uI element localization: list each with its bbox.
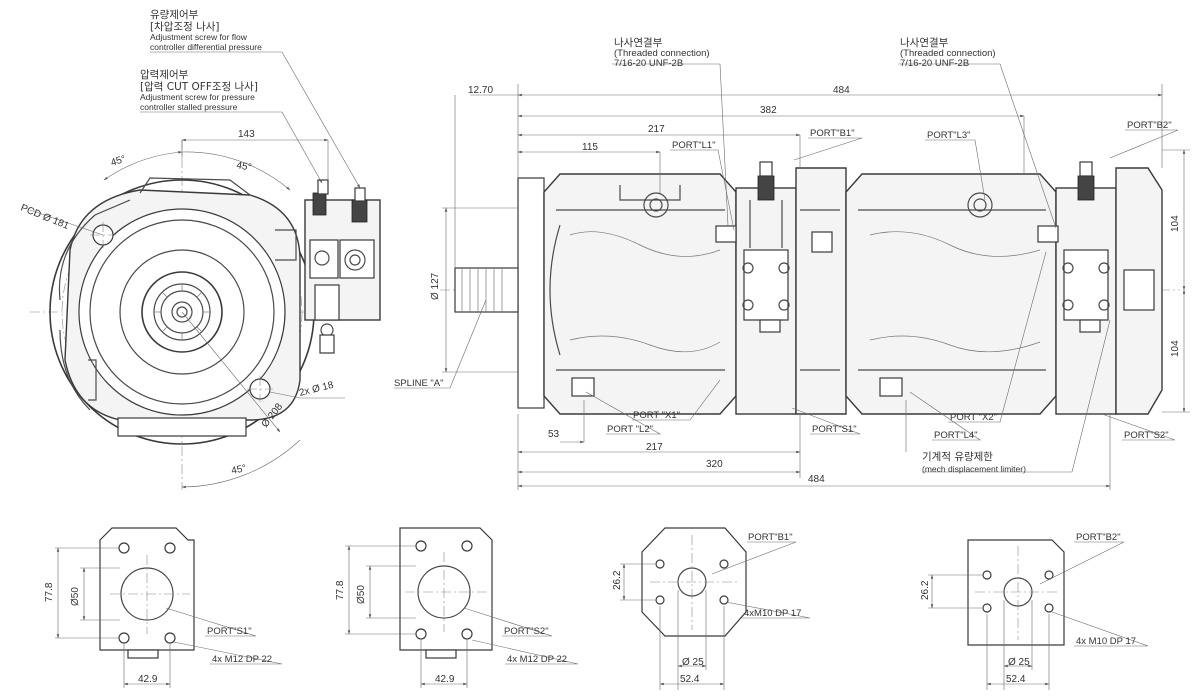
f1-port: PORT"S1": [207, 626, 252, 637]
press-adj-ko2: [압력 CUT OFF조정 나사]: [140, 80, 258, 93]
f4-bolts: 4x M10 DP 17: [1076, 636, 1136, 647]
dim-217-bot: 217: [646, 442, 663, 453]
f4-port: PORT"B2": [1076, 532, 1121, 543]
f1-height: 77.8: [44, 582, 55, 602]
limiter-ko: 기계적 유량제한: [922, 451, 993, 463]
flow-adj-en1: Adjustment screw for flow: [150, 32, 248, 42]
thread2-ko: 나사연결부: [900, 37, 949, 49]
thread2-spec: 7/16-20 UNF-2B: [900, 58, 969, 69]
press-adj-en1: Adjustment screw for pressure: [140, 92, 255, 102]
flange-view-b1: 26.2 Ø 25 52.4 PORT"B1" 4xM10 DP 17: [612, 527, 811, 690]
f1-width: 42.9: [138, 674, 158, 685]
angle-label-3: 45°: [230, 463, 247, 477]
port-b1-label: PORT"B1": [810, 128, 855, 139]
angle-label-2: 45°: [235, 160, 252, 173]
thread1-spec: 7/16-20 UNF-2B: [614, 58, 683, 69]
port-x1-label: PORT "X1": [633, 410, 680, 421]
thread2-en: (Threaded connection): [900, 48, 996, 59]
front-view: 45° 45° 45° PCD Ø 181 143 2x Ø 18 Ø 208 …: [19, 9, 381, 490]
flow-adj-ko: 유량제어부: [150, 9, 199, 21]
f2-bolts: 4x M12 DP 22: [507, 654, 567, 665]
angle-label-1: 45°: [110, 154, 128, 169]
limiter-en: (mech displacement limiter): [922, 464, 1026, 474]
port-l4-label: PORT"L4": [934, 430, 978, 441]
f3-port: PORT"B1": [748, 532, 793, 543]
f1-dia: Ø50: [70, 587, 81, 606]
press-adj-en2: controller stalled pressure: [140, 102, 238, 112]
dim-217-top: 217: [648, 124, 665, 135]
f1-bolts: 4x M12 DP 22: [212, 654, 272, 665]
f3-bolts: 4xM10 DP 17: [744, 608, 801, 619]
f2-height: 77.8: [335, 580, 346, 600]
f4-dia: Ø 25: [1008, 657, 1030, 668]
port-s2-label: PORT"S2": [1124, 430, 1169, 441]
side-view: 12.70 484 382 217 115 Ø 127 104 104 53 2…: [394, 37, 1190, 490]
dim-115: 115: [582, 142, 598, 153]
port-b2-label: PORT"B2": [1127, 120, 1172, 131]
press-adj-ko: 압력제어부: [140, 68, 189, 81]
thread1-en: (Threaded connection): [614, 48, 710, 59]
flange-view-b2: 26.2 Ø 25 52.4 PORT"B2" 4x M10 DP 17: [920, 532, 1149, 690]
port-l2-label: PORT "L2": [607, 424, 653, 435]
spline-label: SPLINE "A": [394, 378, 444, 389]
f4-width: 52.4: [1006, 674, 1026, 685]
dim-484-bot: 484: [808, 474, 825, 485]
dim-484-top: 484: [833, 85, 850, 96]
flange-view-s2: 77.8 Ø50 42.9 PORT"S2" 4x M12 DP 22: [335, 527, 579, 688]
f2-dia: Ø50: [356, 585, 367, 604]
pcd-label: PCD Ø 181: [19, 203, 71, 233]
port-s1-label: PORT"S1": [812, 424, 857, 435]
flow-adj-ko2: [차압조정 나사]: [150, 20, 220, 33]
dim-143: 143: [238, 129, 255, 140]
port-x2-label: PORT "X2": [950, 412, 997, 423]
dim-12-70: 12.70: [468, 85, 493, 96]
flow-adj-en2: controller differential pressure: [150, 42, 262, 52]
flange-view-s1: 77.8 Ø50 42.9 PORT"S1" 4x M12 DP 22: [44, 527, 283, 688]
dim-127: Ø 127: [430, 272, 441, 300]
f4-height: 26.2: [920, 580, 931, 600]
f2-port: PORT"S2": [504, 626, 549, 637]
thread1-ko: 나사연결부: [614, 37, 663, 49]
dim-104-top: 104: [1170, 215, 1181, 232]
port-l1-label: PORT"L1": [672, 140, 716, 151]
f3-height: 26.2: [612, 570, 623, 590]
dim-382: 382: [760, 105, 777, 116]
dim-320: 320: [706, 459, 723, 470]
port-l3-label: PORT"L3": [927, 130, 971, 141]
f3-width: 52.4: [680, 674, 700, 685]
f3-dia: Ø 25: [682, 657, 704, 668]
dim-104-bot: 104: [1170, 340, 1181, 357]
f2-width: 42.9: [435, 674, 455, 685]
dim-53: 53: [548, 429, 560, 440]
holes-label: 2x Ø 18: [298, 380, 335, 399]
